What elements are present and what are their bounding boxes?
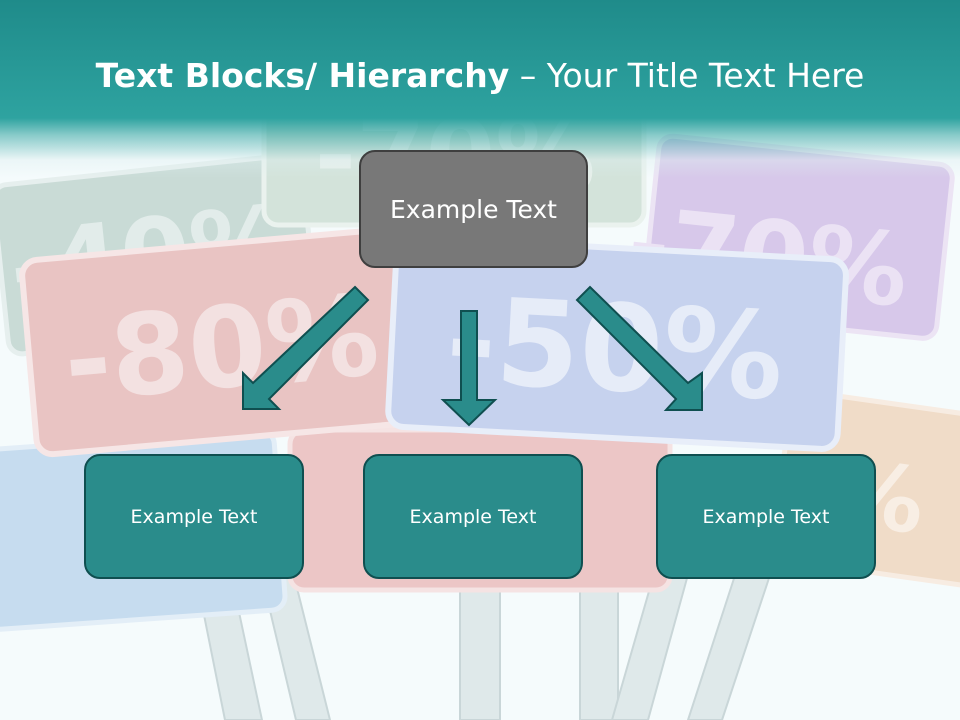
child-box-label: Example Text xyxy=(130,505,258,528)
child-box-center: Example Text xyxy=(363,454,583,579)
top-level-box: Example Text xyxy=(359,150,588,268)
child-box-right: Example Text xyxy=(656,454,876,579)
top-box-label: Example Text xyxy=(390,194,557,224)
sign-text: -80% xyxy=(59,271,384,428)
title-bar xyxy=(0,0,960,178)
sign-minus-80: -80% xyxy=(19,226,419,458)
title-bold: Text Blocks/ Hierarchy xyxy=(95,56,510,95)
child-box-label: Example Text xyxy=(409,505,537,528)
slide-title: Text Blocks/ Hierarchy – Your Title Text… xyxy=(0,52,960,100)
child-box-left: Example Text xyxy=(84,454,304,579)
arrow-left xyxy=(242,285,370,410)
sign-text: -50% xyxy=(443,271,787,427)
arrow-right xyxy=(575,285,703,411)
sign-minus-50: -50% xyxy=(385,234,849,452)
arrow-center xyxy=(440,310,498,427)
title-rest: – Your Title Text Here xyxy=(509,56,865,95)
child-box-label: Example Text xyxy=(702,505,830,528)
